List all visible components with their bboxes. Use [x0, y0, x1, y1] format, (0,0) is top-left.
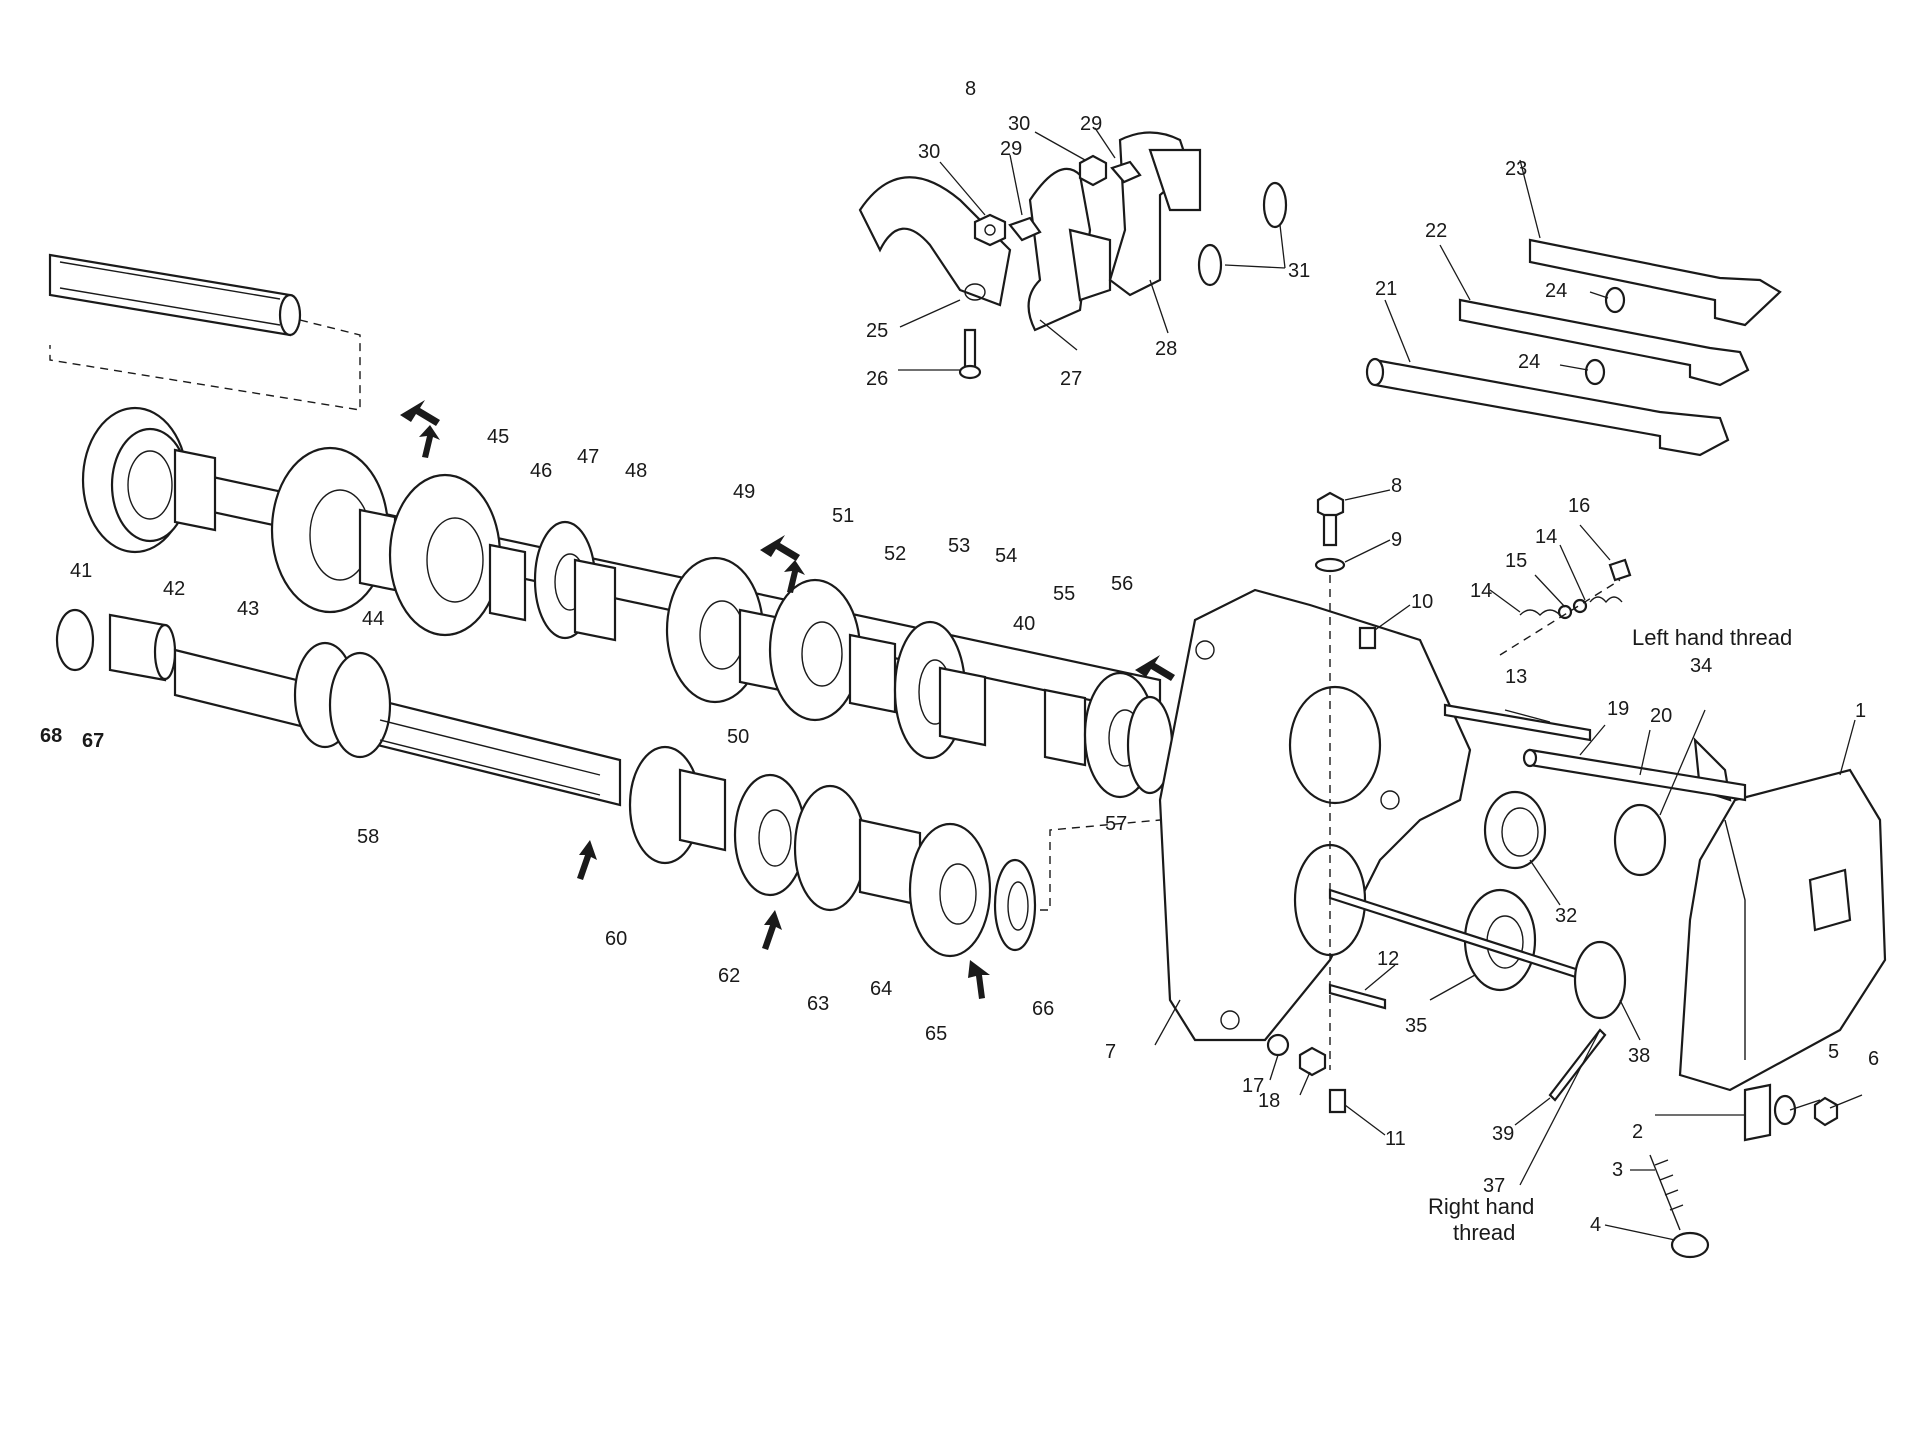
part-label: 18	[1258, 1090, 1280, 1112]
part-label: 46	[530, 460, 552, 482]
part-label: 4	[1590, 1214, 1601, 1236]
part-label: 29	[1080, 113, 1102, 135]
part-label: 51	[832, 505, 854, 527]
part-label: 50	[727, 726, 749, 748]
part-label: 37	[1483, 1175, 1505, 1197]
part-label: 13	[1505, 666, 1527, 688]
part-label: 38	[1628, 1045, 1650, 1067]
part-label: 1	[1855, 700, 1866, 722]
selector-forks	[858, 131, 1288, 380]
part-label: 42	[163, 578, 185, 600]
leader-lines	[898, 127, 1863, 1241]
part-label: 67	[82, 730, 104, 752]
outer-cover	[1678, 737, 1887, 1092]
arrow-icon	[760, 535, 800, 561]
part-label: 47	[577, 446, 599, 468]
part-label: 16	[1568, 495, 1590, 517]
part-label: 39	[1492, 1123, 1514, 1145]
part-label: 44	[362, 608, 384, 630]
part-label: 12	[1377, 948, 1399, 970]
part-label: 8	[1391, 475, 1402, 497]
small-parts	[1266, 491, 1839, 1259]
part-label: 31	[1288, 260, 1310, 282]
arrow-icon	[419, 425, 440, 458]
part-label: 68	[40, 725, 62, 747]
right-hand-thread-note: Right hand	[1428, 1194, 1534, 1219]
arrow-icon	[968, 960, 990, 999]
left-hand-thread-note: Left hand thread	[1632, 625, 1792, 650]
part-label: 30	[918, 141, 940, 163]
part-label: 15	[1505, 550, 1527, 572]
part-label: 65	[925, 1023, 947, 1045]
part-label: 2	[1632, 1121, 1643, 1143]
part-label: 29	[1000, 138, 1022, 160]
part-label: 40	[1013, 613, 1035, 635]
mainshaft-assembly	[48, 253, 1174, 799]
part-label: 48	[625, 460, 647, 482]
part-label: 54	[995, 545, 1017, 567]
part-label: 6	[1868, 1048, 1879, 1070]
part-label: 24	[1545, 280, 1567, 302]
part-label: 5	[1828, 1041, 1839, 1063]
part-label: 23	[1505, 158, 1527, 180]
part-label: 58	[357, 826, 379, 848]
part-labels: 1 2 3 4 5 6 7 8 8 9 10 11 12 13 14 14 15…	[40, 78, 1879, 1236]
selector-rods	[1365, 238, 1782, 457]
part-label: 3	[1612, 1159, 1623, 1181]
part-label: 45	[487, 426, 509, 448]
arrow-icon	[1135, 655, 1175, 681]
part-label: 43	[237, 598, 259, 620]
part-label: 52	[884, 543, 906, 565]
inner-cover	[1158, 588, 1472, 1042]
part-label: 28	[1155, 338, 1177, 360]
part-label: 11	[1385, 1128, 1406, 1150]
part-label: 62	[718, 965, 740, 987]
arrow-icon	[400, 400, 440, 426]
part-label: 27	[1060, 368, 1082, 390]
part-label: 55	[1053, 583, 1075, 605]
indicator-arrows	[400, 400, 1175, 999]
part-label: 41	[70, 560, 92, 582]
part-label: 14	[1535, 526, 1557, 548]
part-label: 9	[1391, 529, 1402, 551]
part-label: 25	[866, 320, 888, 342]
part-label: 57	[1105, 813, 1127, 835]
right-hand-thread-note-2: thread	[1453, 1220, 1515, 1245]
part-label: 17	[1242, 1075, 1264, 1097]
part-label: 60	[605, 928, 627, 950]
part-label: 20	[1650, 705, 1672, 727]
part-label: 56	[1111, 573, 1133, 595]
part-label: 19	[1607, 698, 1629, 720]
part-label: 24	[1518, 351, 1540, 373]
part-label: 64	[870, 978, 892, 1000]
arrow-icon	[762, 910, 782, 950]
part-label: 30	[1008, 113, 1030, 135]
part-label: 14	[1470, 580, 1492, 602]
part-label: 10	[1411, 591, 1433, 613]
part-label: 63	[807, 993, 829, 1015]
part-label: 32	[1555, 905, 1577, 927]
part-label: 21	[1375, 278, 1397, 300]
part-label: 49	[733, 481, 755, 503]
layshaft-assembly	[55, 608, 1161, 958]
part-label: 22	[1425, 220, 1447, 242]
part-label: 8	[965, 78, 976, 100]
part-label: 35	[1405, 1015, 1427, 1037]
part-label: 7	[1105, 1041, 1116, 1063]
part-label: 26	[866, 368, 888, 390]
arrow-icon	[784, 560, 805, 593]
part-label: 66	[1032, 998, 1054, 1020]
part-label: 53	[948, 535, 970, 557]
arrow-icon	[577, 840, 597, 880]
part-label: 34	[1690, 655, 1712, 677]
